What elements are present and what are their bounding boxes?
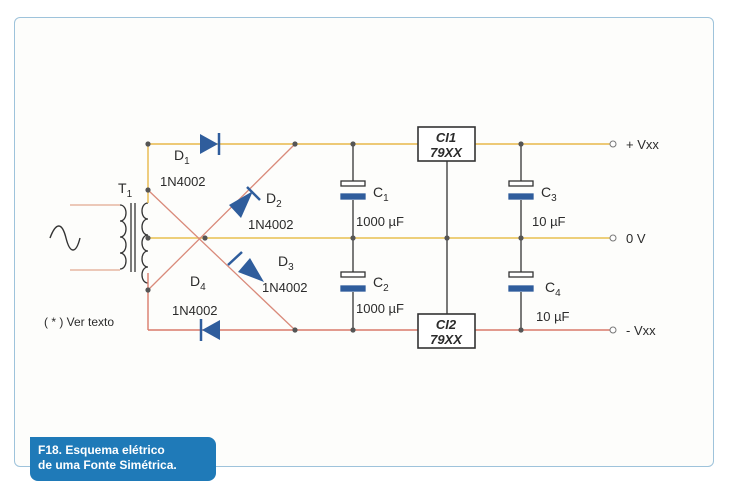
ic-CI1-ref: CI1 xyxy=(436,130,456,145)
capacitor-C4-value: 10 µF xyxy=(536,309,570,324)
ic-CI1-body xyxy=(417,126,476,162)
wiring-negative xyxy=(147,273,610,331)
output-negative-label: - Vxx xyxy=(626,323,656,338)
diode-D2-part: 1N4002 xyxy=(248,217,294,232)
output-positive-label: + Vxx xyxy=(626,137,659,152)
capacitor-C4-ref: C4 xyxy=(545,279,561,299)
diode-D4-ref: D4 xyxy=(190,273,206,293)
terminal-zero xyxy=(609,234,617,242)
ac-source-symbol xyxy=(49,225,81,251)
bridge-diagonal-2 xyxy=(147,143,296,291)
capacitor-C3-ref: C3 xyxy=(541,184,557,204)
diode-D2-ref: D2 xyxy=(266,190,282,210)
capacitor-C4 xyxy=(508,238,534,330)
capacitor-C2-value: 1000 µF xyxy=(356,301,404,316)
diode-D3-ref: D3 xyxy=(278,253,294,273)
figure-caption: F18. Esquema elétrico de uma Fonte Simét… xyxy=(30,437,216,481)
diode-D4 xyxy=(199,319,220,341)
capacitor-C1 xyxy=(340,144,366,238)
diode-D2 xyxy=(229,186,261,218)
diode-D1-part: 1N4002 xyxy=(160,174,206,189)
wiring-positive xyxy=(147,143,610,203)
diode-D1 xyxy=(200,133,221,155)
diode-D3 xyxy=(227,251,264,282)
terminal-positive xyxy=(609,140,617,148)
capacitor-C2-ref: C2 xyxy=(373,274,389,294)
capacitor-C1-ref: C1 xyxy=(373,184,389,204)
caption-line-2: de uma Fonte Simétrica. xyxy=(38,458,177,472)
ic-CI2-body xyxy=(417,313,476,349)
diode-D4-part: 1N4002 xyxy=(172,303,218,318)
junction-dots xyxy=(145,141,524,333)
transformer-T1 xyxy=(119,202,149,284)
capacitor-C1-value: 1000 µF xyxy=(356,214,404,229)
note-text: ( * ) Ver texto xyxy=(44,315,114,329)
ic-CI2-ref: CI2 xyxy=(436,317,457,332)
ic-CI1-part: 79XX xyxy=(430,145,463,160)
capacitor-C3-value: 10 µF xyxy=(532,214,566,229)
capacitor-C2 xyxy=(340,238,366,330)
ic-CI2-part: 79XX xyxy=(430,332,463,347)
bridge-diagonal-1 xyxy=(147,189,296,331)
terminal-negative xyxy=(609,326,617,334)
output-zero-label: 0 V xyxy=(626,231,646,246)
transformer-label: T1 xyxy=(118,180,133,200)
caption-line-1: F18. Esquema elétrico xyxy=(38,443,165,457)
diode-D1-ref: D1 xyxy=(174,147,190,167)
diode-D3-part: 1N4002 xyxy=(262,280,308,295)
capacitor-C3 xyxy=(508,144,534,238)
